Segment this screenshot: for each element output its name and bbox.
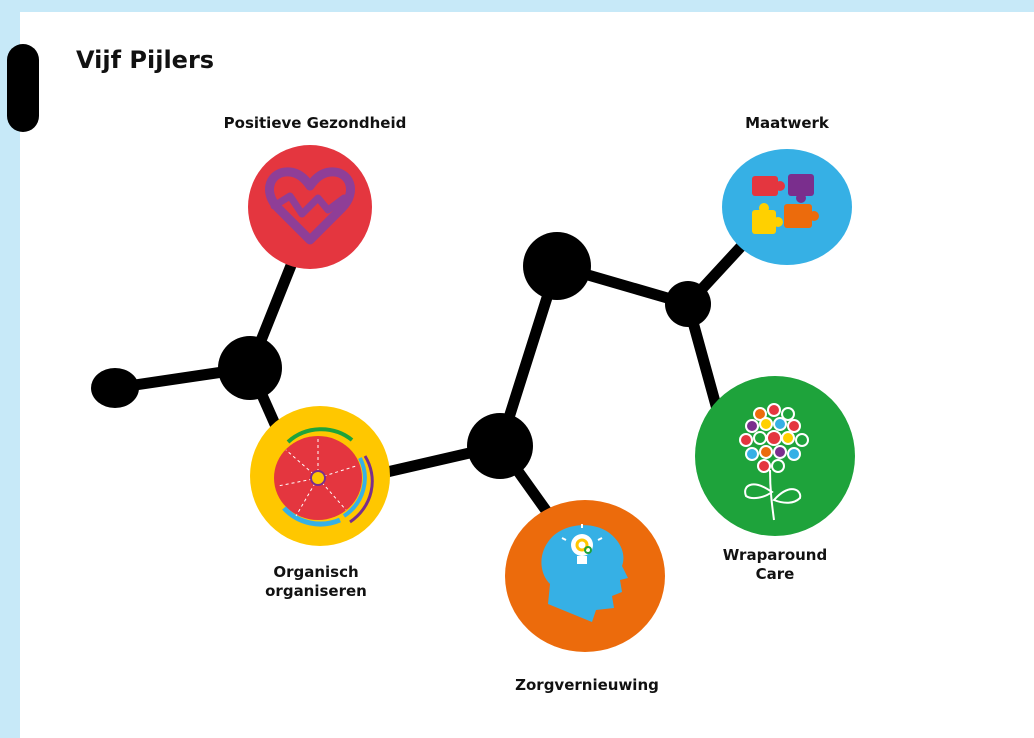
label-maatwerk[interactable]: Maatwerk [745,114,829,132]
side-tab[interactable] [7,44,39,132]
page-title: Vijf Pijlers [76,46,215,74]
pillar-zorgvernieuwing[interactable] [505,500,665,652]
flower-icon [739,403,809,521]
pillar-positieve-gezondheid[interactable] [248,145,372,269]
heart-pulse-icon [265,167,355,245]
node-left [218,336,282,400]
pillar-maatwerk[interactable] [722,149,852,265]
node-top [523,232,591,300]
node-small-left [91,368,139,408]
label-positieve-gezondheid[interactable]: Positieve Gezondheid [223,114,407,132]
puzzle-icon [752,174,819,234]
label-organisch-organiseren[interactable]: Organisch organiseren [265,563,367,600]
pillar-wraparound-care[interactable] [695,376,855,536]
label-zorgvernieuwing[interactable]: Zorgvernieuwing [515,676,659,694]
head-lightbulb-icon [541,524,628,622]
label-wraparound-care[interactable]: Wraparound Care [722,546,828,583]
organic-pie-icon [274,427,374,527]
pillar-organisch-organiseren[interactable] [250,406,390,546]
node-right [665,281,711,327]
node-center [467,413,533,479]
